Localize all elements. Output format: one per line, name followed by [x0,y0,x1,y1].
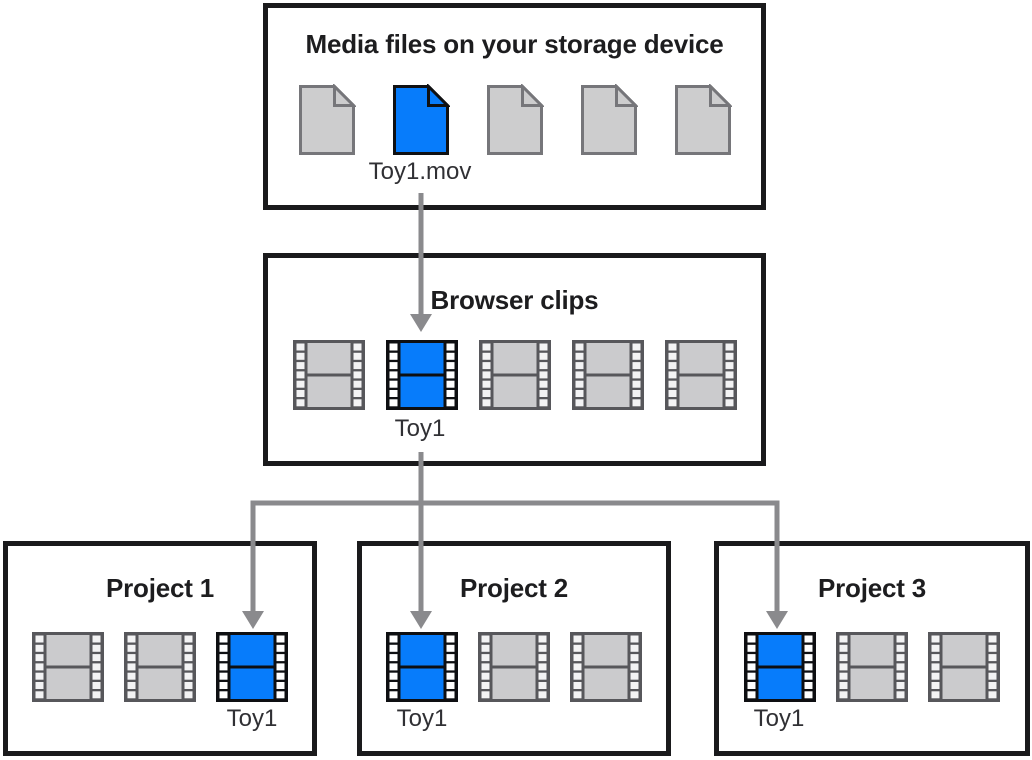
browser-clips-row [268,340,761,410]
filmstrip-clip-icon [124,632,196,702]
filmstrip-clip-icon [744,632,816,702]
filmstrip-clip-icon [571,340,644,410]
file-icon [486,84,544,155]
file-icon [392,84,450,155]
browser-clips-box: Browser clips [263,253,766,466]
project-3-title: Project 3 [817,573,927,603]
filmstrip-clip-icon [385,340,458,410]
browser-box-title: Browser clips [430,285,599,315]
file-icon [674,84,732,155]
project-1-clips-row [8,632,312,702]
storage-box-title: Media files on your storage device [305,29,724,59]
project-3-box: Project 3 [714,541,1030,756]
browser-selected-clip-label: Toy1 [394,415,446,442]
filmstrip-clip-icon [478,340,551,410]
project-2-clip-label: Toy1 [396,705,448,732]
project-1-title: Project 1 [105,573,215,603]
project-1-box: Project 1 [3,541,317,756]
filmstrip-clip-icon [836,632,908,702]
project-3-clips-row [719,632,1025,702]
filmstrip-clip-icon [478,632,550,702]
filmstrip-clip-icon [570,632,642,702]
filmstrip-clip-icon [32,632,104,702]
filmstrip-clip-icon [292,340,365,410]
media-files-row [268,84,761,156]
project-3-clip-label: Toy1 [753,705,805,732]
file-icon [298,84,356,155]
project-2-clips-row [362,632,666,702]
filmstrip-clip-icon [216,632,288,702]
filmstrip-clip-icon [386,632,458,702]
filmstrip-clip-icon [664,340,737,410]
project-2-title: Project 2 [459,573,569,603]
selected-file-label: Toy1.mov [368,158,472,185]
file-icon [580,84,638,155]
filmstrip-clip-icon [928,632,1000,702]
project-2-box: Project 2 [357,541,671,756]
project-1-clip-label: Toy1 [226,705,278,732]
storage-device-box: Media files on your storage device Toy1.… [263,3,766,210]
